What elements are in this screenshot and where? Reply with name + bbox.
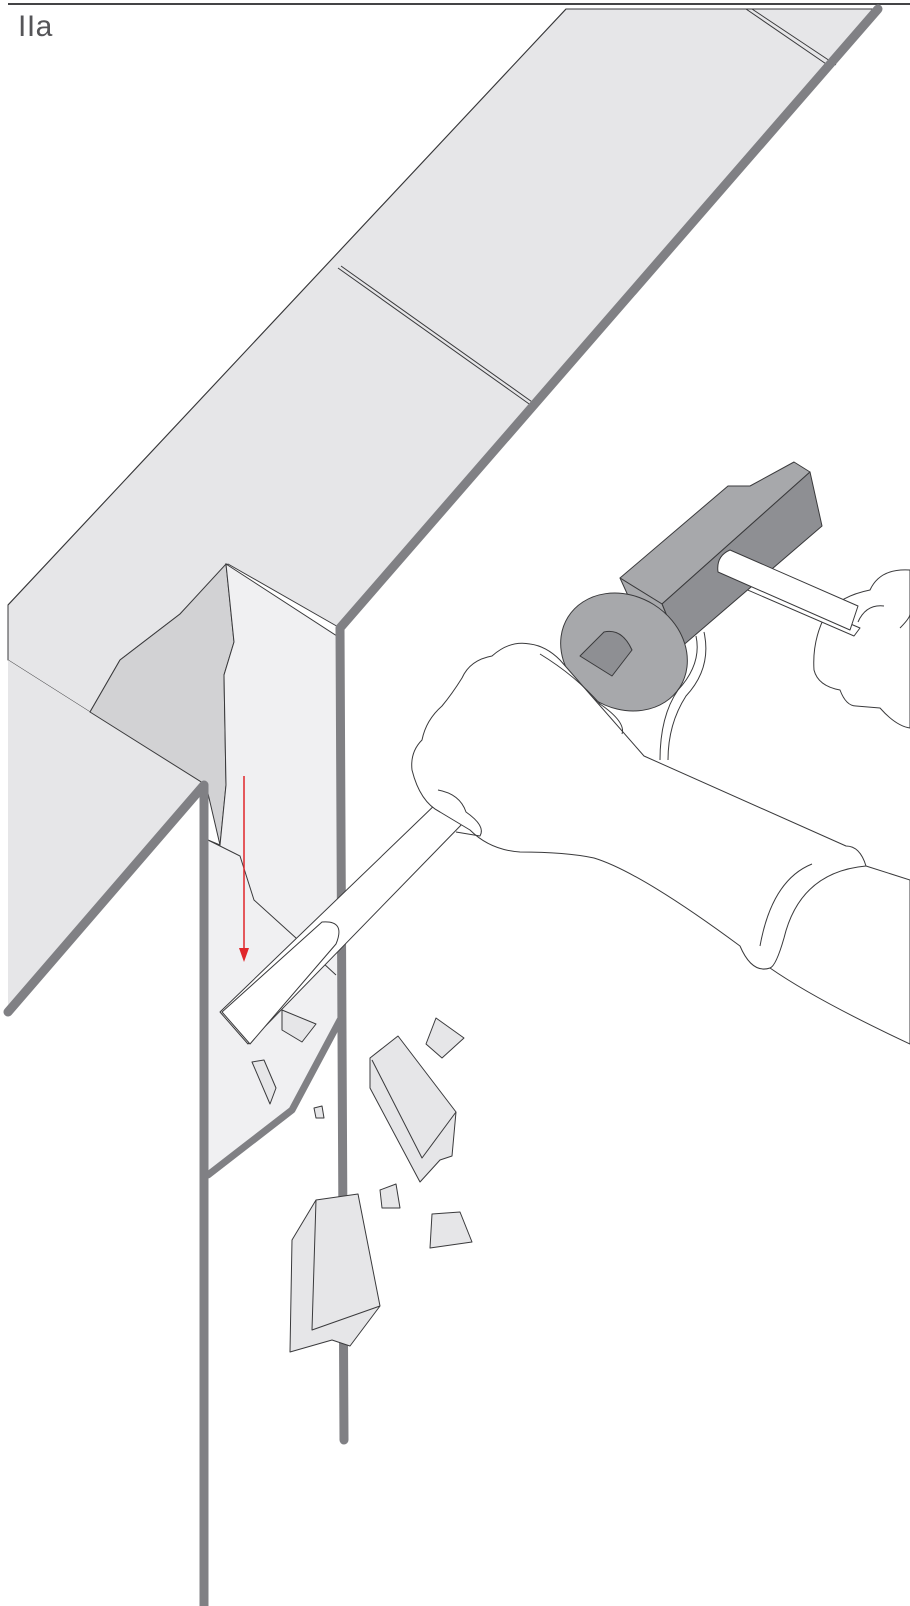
debris-piece (426, 1018, 464, 1058)
debris-piece (314, 1106, 324, 1118)
debris-piece (290, 1194, 380, 1352)
debris-piece (370, 1036, 456, 1182)
debris-piece (430, 1212, 472, 1248)
debris-piece (380, 1184, 400, 1208)
wall-top-face (8, 9, 878, 712)
